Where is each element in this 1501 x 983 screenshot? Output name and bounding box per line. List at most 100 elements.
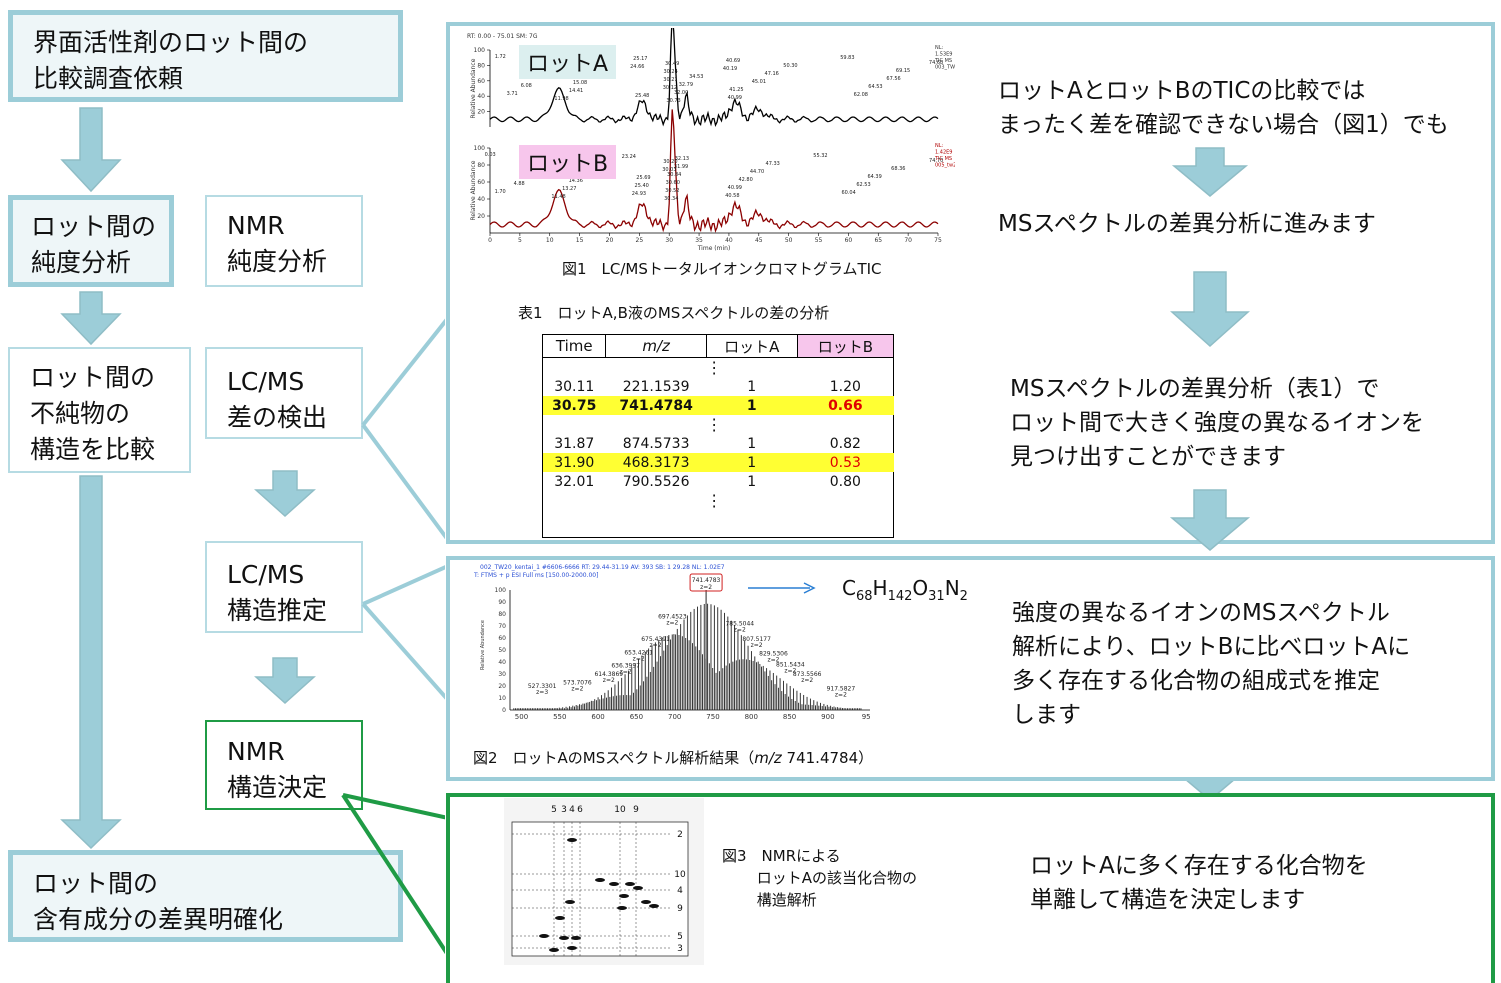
tic-peak-label: 30.60: [666, 180, 680, 186]
tic-peak-label: 14.36: [569, 178, 583, 184]
table-cell: 874.5733: [622, 435, 690, 452]
nmr-crosspeak: [595, 878, 605, 882]
tic-peak-label: 34.53: [689, 74, 703, 80]
ms-peak-label: z=2: [751, 642, 763, 649]
tic-peak-label: 42.80: [738, 177, 752, 183]
table-row: 31.87 874.5733 1 0.82: [543, 434, 894, 453]
ms-boxed-peak-label: z=2: [700, 584, 712, 591]
table1: Time m/z ロットA ロットB ⋮ 30.11 221.1539 1 1.…: [541, 334, 895, 510]
nmr-crosspeak: [567, 946, 577, 950]
tic-nl-label: 1.42E9: [935, 150, 952, 156]
tic-peak-label: 13.27: [562, 186, 576, 192]
lcms-struct-label: LC/MS 構造推定: [227, 560, 328, 625]
tic-x-label: Time (min): [697, 245, 731, 252]
impurity-lot-box: ロット間の 不純物の 構造を比較: [8, 347, 191, 473]
ms-peak-label: 829.5306: [759, 651, 788, 658]
tic-x-tick-label: 30: [665, 237, 673, 244]
nmr-top-label: 9: [633, 805, 639, 815]
tic-x-tick-label: 10: [546, 237, 554, 244]
tic-peak-label: 25.17: [633, 56, 647, 62]
tic-peak-label: 64.53: [868, 84, 882, 90]
table-row: ⋮: [706, 357, 723, 377]
ms-x-tick-label: 800: [745, 713, 758, 721]
molecular-formula: C68H142O31N2: [842, 576, 968, 604]
tic-y-tick-label: 80: [477, 162, 485, 169]
table1-header-lotA: ロットA: [705, 334, 798, 358]
tic-peak-label: 67.56: [886, 76, 900, 82]
ms-peak-label: 573.7076: [563, 679, 592, 686]
nmr-top-label: 4: [569, 805, 575, 815]
tic-peak-label: 55.32: [813, 153, 827, 159]
table1-header-mz: m/z: [605, 334, 707, 358]
tic-peak-label: 30.03: [662, 167, 676, 173]
table1-header-lotB: ロットB: [796, 334, 895, 358]
table-cell: 30.75: [542, 396, 606, 415]
purity-nmr-box: NMR 純度分析: [205, 195, 363, 287]
tic-peak-label: 30.52: [665, 188, 679, 194]
tic-peak-label: 30.49: [665, 61, 679, 67]
tic-nl-label: NL:: [935, 143, 944, 149]
nmr-struct-label: NMR 構造決定: [227, 737, 328, 802]
ms-peak-label: z=2: [666, 619, 678, 626]
tic-peak-label: 32.13: [675, 156, 689, 162]
arrow-down-icon: [60, 291, 122, 346]
ms-peak-label: z=2: [835, 691, 847, 698]
tic-trace-a: [489, 28, 939, 128]
nmr-crosspeak: [633, 886, 643, 890]
tic-peak-label: 0.03: [485, 152, 496, 158]
nmr-crosspeak: [617, 906, 627, 910]
ms-boxed-peak-frame: [689, 573, 723, 592]
ms-peak-label: 697.4523: [658, 613, 687, 620]
tic-peak-label: 30.12: [663, 85, 677, 91]
tic-nl-label: 1.53E9: [935, 52, 952, 58]
tic-peak-label: 30.24: [663, 69, 677, 75]
ms-header-1: 002_TW20_kentai_1 #6606-6666 RT: 29.44-3…: [480, 564, 725, 571]
table-cell: 1: [706, 453, 798, 472]
tic-peak-label: 32.79: [679, 82, 693, 88]
tic-peak-label: 62.08: [854, 92, 868, 98]
tic-peak-label: 40.99: [728, 95, 742, 101]
fig2-caption-pre: 図2 ロットAのMSスペクトル解析結果（: [473, 749, 755, 767]
ms-boxed-peak-label: 741.4783: [692, 577, 721, 584]
tic-x-tick-label: 5: [518, 237, 522, 244]
tic-peak-label: 15.08: [573, 80, 587, 86]
purity-lot-box: ロット間の 純度分析: [8, 195, 174, 287]
tic-peak-label: 40.69: [726, 58, 740, 64]
arrow-down-icon: [1169, 489, 1251, 551]
result-label: ロット間の 含有成分の差異明確化: [33, 869, 284, 934]
tic-peak-label: 41.25: [729, 87, 743, 93]
ms-peak-label: 527.3301: [528, 683, 557, 690]
lotB-label: ロットB: [519, 145, 617, 179]
nmr-crosspeak: [641, 900, 651, 904]
table-cell: 0.80: [829, 473, 861, 490]
nmr-crosspeak: [571, 936, 581, 940]
nmr-side-label: 4: [677, 886, 683, 896]
nmr-crosspeak: [567, 838, 577, 842]
table-row: 30.75 741.4784 1 0.66: [542, 396, 894, 415]
tic-y-tick-label: 60: [477, 78, 485, 85]
lcms-diff-label: LC/MS 差の検出: [227, 367, 328, 432]
ms-x-tick-label: 500: [515, 713, 528, 721]
ms-y-tick-label: 40: [498, 659, 506, 666]
nmr-side-label: 10: [674, 870, 686, 880]
table-cell: 31.90: [542, 453, 606, 472]
tic-peak-label: 11.48: [551, 194, 565, 200]
nmr-crosspeak: [539, 934, 549, 938]
table-cell: 221.1539: [622, 378, 690, 395]
tic-y-tick-label: 80: [477, 62, 485, 69]
tic-peak-label: 69.15: [896, 68, 910, 74]
nmr-crosspeak: [555, 916, 565, 920]
nmr-crosspeak: [609, 882, 619, 886]
table-cell: 741.4784: [605, 396, 707, 415]
tic-peak-label: 74.68: [929, 60, 943, 66]
arrow-down-icon: [254, 470, 316, 518]
tic-peak-label: 50.30: [783, 63, 797, 69]
callout-line-lcms-diff: [361, 318, 445, 427]
tic-peak-label: 40.58: [725, 193, 739, 199]
table-row: 30.11 221.1539 1 1.20: [543, 377, 894, 396]
ms-y-tick-label: 10: [498, 695, 506, 702]
tic-x-tick-label: 40: [725, 237, 733, 244]
tic-peak-label: 60.04: [841, 190, 855, 196]
formula-arrow-icon: [748, 582, 816, 594]
